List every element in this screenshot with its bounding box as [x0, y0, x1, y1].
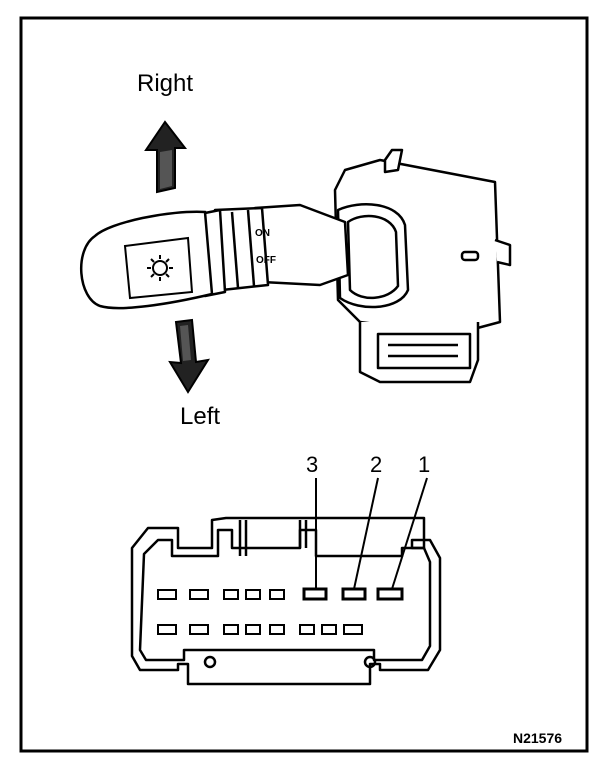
direction-label-right: Right [137, 70, 194, 97]
switch-body [333, 148, 512, 384]
figure-border [19, 16, 589, 753]
direction-label-left: Left [180, 403, 221, 430]
connector-pins-bottom [157, 624, 363, 635]
connector-housing [130, 516, 442, 686]
connector-pins-top [157, 589, 285, 600]
stalk-label-on: ON [255, 228, 270, 239]
lever-knob [80, 210, 214, 310]
figure-code: N21576 [513, 730, 563, 746]
connector-pin-1 [376, 587, 404, 601]
headlight-icon [147, 255, 173, 281]
pin-label-2: 2 [370, 452, 383, 477]
pin-label-1: 1 [418, 452, 431, 477]
connector-pin-3 [302, 587, 328, 601]
arrow-down-icon [168, 318, 211, 394]
pin-label-3: 3 [306, 452, 319, 477]
lever-stalk [198, 203, 350, 298]
pin-leader-lines [315, 477, 428, 590]
arrow-up-icon [144, 120, 188, 194]
stalk-label-off: OFF [256, 255, 276, 266]
connector-pin-2 [341, 587, 367, 601]
